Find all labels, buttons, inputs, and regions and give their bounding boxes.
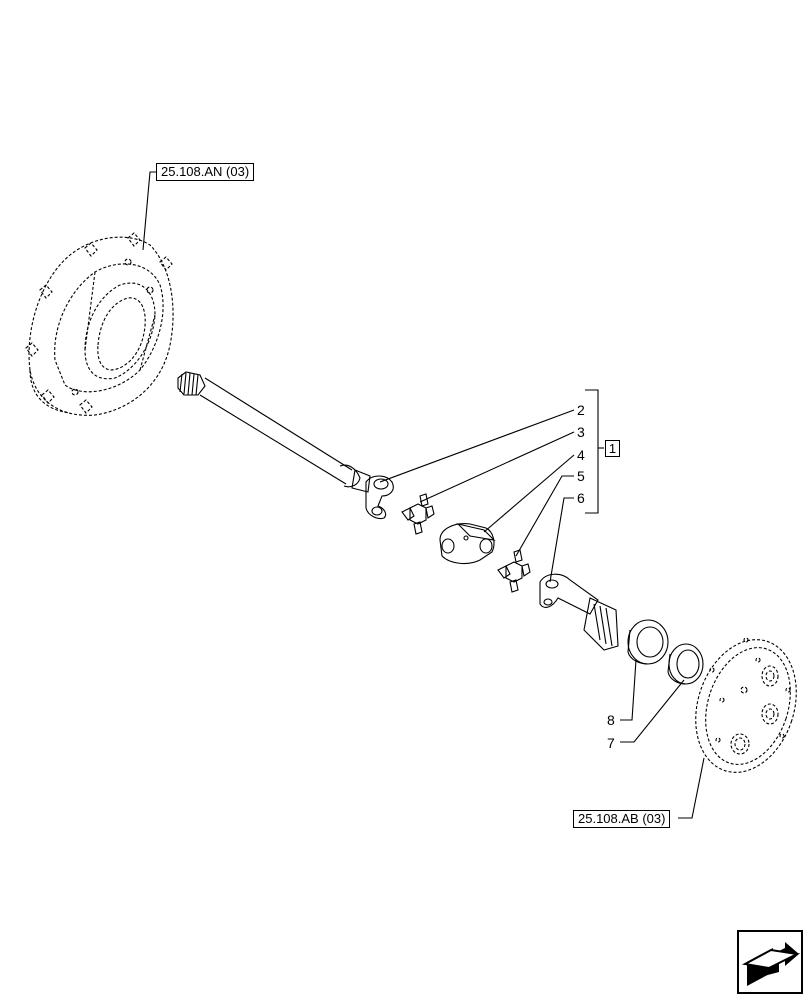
cross-part-3 — [401, 493, 435, 535]
leader-6 — [549, 497, 574, 583]
center-coupling-part-4 — [439, 523, 496, 565]
leader-5 — [515, 475, 574, 557]
leader-3 — [419, 431, 575, 503]
next-page-button[interactable] — [737, 930, 803, 994]
part-number-4: 4 — [577, 447, 585, 463]
hub-leader — [678, 757, 705, 819]
part-number-3: 3 — [577, 424, 585, 440]
axle-housing — [25, 232, 174, 416]
part-number-6: 6 — [577, 490, 585, 506]
yoke-part-2 — [365, 475, 394, 520]
stub-shaft-part-6 — [539, 573, 619, 651]
bearing-part-8 — [627, 619, 669, 665]
group-label: 1 — [605, 440, 620, 457]
wheel-hub — [695, 637, 797, 773]
leader-2 — [379, 409, 575, 483]
group-bracket — [585, 389, 599, 514]
leader-8 — [620, 659, 637, 721]
axle-shaft — [177, 371, 371, 493]
hub-reference-label[interactable]: 25.108.AB (03) — [573, 810, 671, 828]
seal-part-7 — [667, 643, 704, 685]
part-number-7: 7 — [607, 735, 615, 751]
leader-4 — [483, 454, 575, 533]
housing-reference-label[interactable]: 25.108.AN (03) — [156, 163, 255, 181]
housing-leader — [142, 171, 156, 251]
part-number-2: 2 — [577, 402, 585, 418]
part-number-5: 5 — [577, 468, 585, 484]
leader-7 — [620, 679, 685, 743]
cross-part-5 — [497, 549, 531, 593]
next-page-arrow-icon — [741, 942, 801, 986]
part-number-8: 8 — [607, 712, 615, 728]
